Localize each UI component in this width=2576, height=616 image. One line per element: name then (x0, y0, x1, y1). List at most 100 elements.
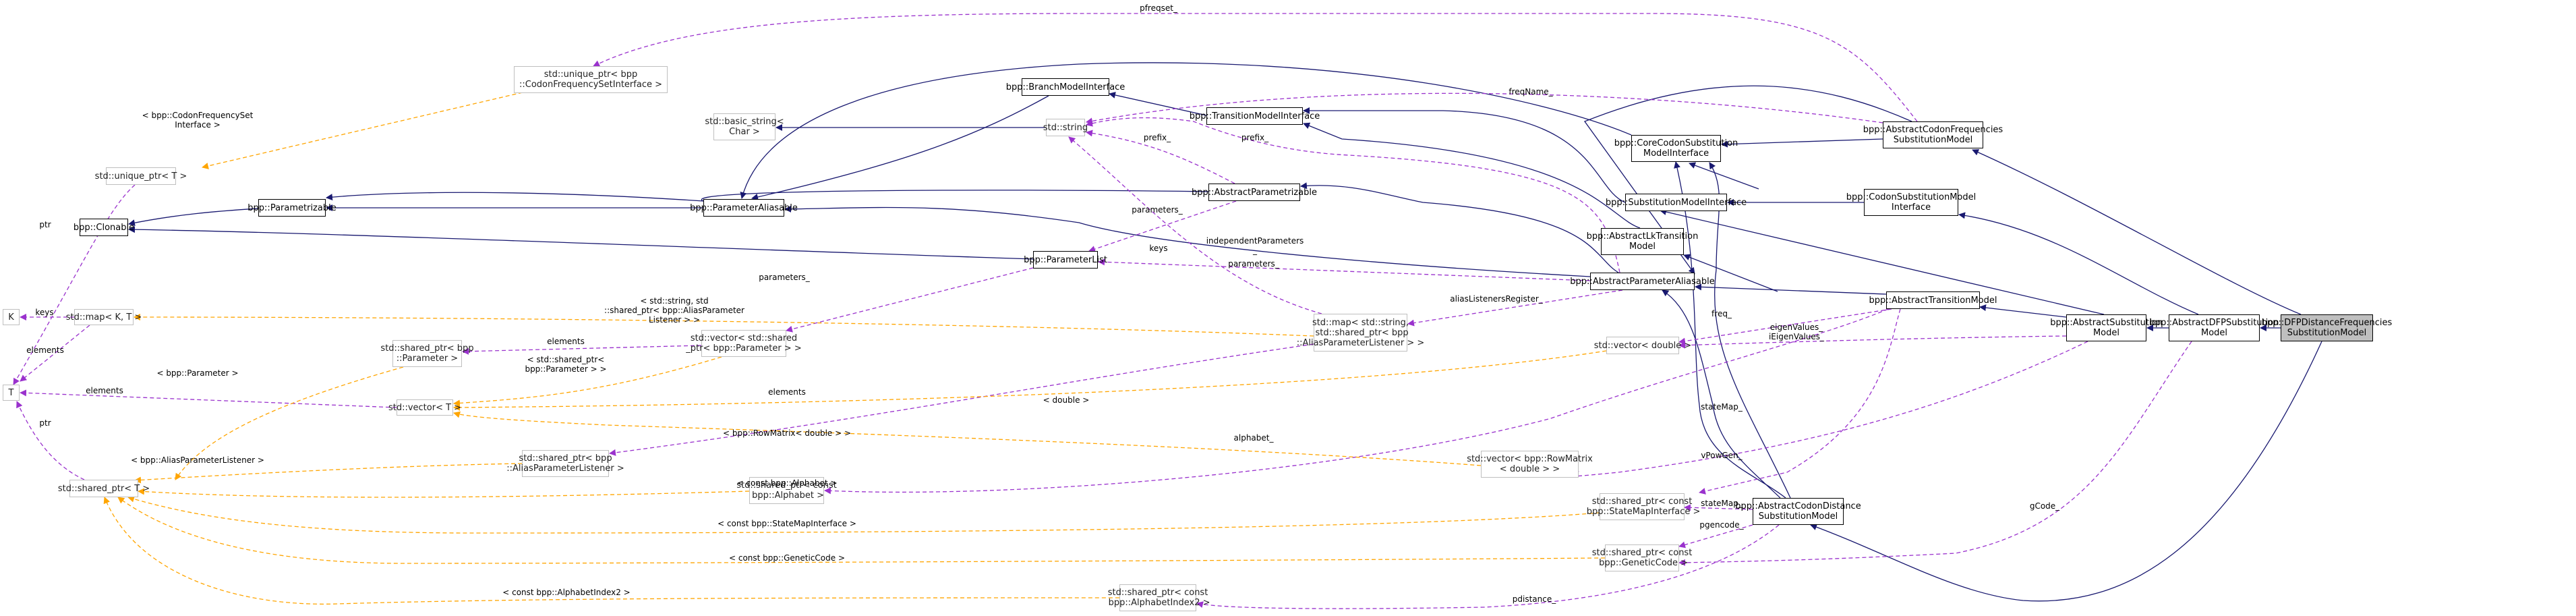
usage-edge (1560, 341, 2088, 478)
template-edge (117, 497, 1606, 564)
edge-label-keys-string: keys (1149, 244, 1168, 253)
class-node-abstract-dfp[interactable]: bpp::AbstractDFPSubstitution Model (2150, 314, 2279, 341)
edge-label-parameters3: parameters_ (759, 273, 810, 282)
edge-label-alphabetindex2-tmpl: < const bpp::AlphabetIndex2 > (502, 588, 631, 597)
class-node-vector-double: std::vector< double > (1594, 337, 1691, 354)
class-node-abstract-subst[interactable]: bpp::AbstractSubstitution Model (2050, 314, 2163, 341)
inheritance-edge (128, 208, 259, 227)
edge-label-map-tmpl: < std::string, std ::shared_ptr< bpp::Al… (604, 296, 744, 325)
usage-edge (1098, 258, 1591, 281)
inheritance-edge (1662, 289, 1781, 499)
edge-label-alphabet-tmpl: < const bpp::Alphabet > (736, 478, 838, 488)
edge-label-stateMap1: stateMap_ (1701, 402, 1743, 412)
usage-edge (1088, 200, 1237, 252)
edge-label-alphabet: alphabet_ (1233, 433, 1274, 443)
class-node-map-KT: std::map< K, T > (66, 309, 142, 325)
class-node-abstract-codon-distance[interactable]: bpp::AbstractCodonDistance SubstitutionM… (1735, 498, 1861, 525)
edge-label-pfreqset: pfreqset_ (1140, 3, 1177, 13)
class-node-K: K (3, 309, 20, 325)
inheritance-edge (1810, 341, 2322, 602)
edge-label-aliasListenersRegister: aliasListenersRegister_ (1450, 294, 1543, 304)
edge-label-shared-param-tmpl: < std::shared_ptr< bpp::Parameter > > (525, 355, 607, 374)
usage-edge (609, 343, 1314, 456)
inheritance-edge (1695, 283, 1887, 295)
class-node-shared-ptr-statemap: std::shared_ptr< const bpp::StateMapInte… (1587, 493, 1700, 520)
template-edge (103, 497, 1120, 605)
edge-label-statemap-tmpl: < const bpp::StateMapInterface > (718, 519, 856, 528)
inheritance-edge (1979, 304, 2067, 318)
inheritance-edge (1958, 212, 2199, 315)
edge-label-param-tmpl: < bpp::Parameter > (156, 368, 239, 378)
class-node-abstract-transition[interactable]: bpp::AbstractTransitionModel (1869, 291, 1997, 309)
class-node-vector-T: std::vector< T > (388, 399, 461, 416)
inheritance-edge (1689, 162, 1759, 190)
inheritance-edge (1683, 254, 1778, 292)
template-edge (453, 356, 722, 407)
edge-label-keys-K: keys (35, 308, 54, 317)
class-node-codon-subst-if[interactable]: bpp::CodonSubstitutionModel Interface (1846, 189, 1976, 216)
edge-label-elements-vecparam: elements (547, 337, 585, 346)
edge-label-elements-map: elements (26, 345, 64, 355)
inheritance-edge (1109, 92, 1207, 116)
class-node-param-aliasable[interactable]: bpp::ParameterAliasable (690, 199, 798, 217)
class-node-unique-ptr-cfs: std::unique_ptr< bpp ::CodonFrequencySet… (514, 66, 668, 93)
class-node-abstract-parametrizable[interactable]: bpp::AbstractParametrizable (1192, 184, 1317, 201)
usage-edge (462, 345, 702, 355)
usage-edge (1678, 308, 1892, 345)
class-node-unique-ptr-T: std::unique_ptr< T > (95, 167, 187, 185)
usage-edge (20, 389, 397, 408)
class-node-std-string: std::string (1043, 119, 1088, 136)
usage-edge (1086, 130, 1235, 184)
edge-label-double-tmpl: < double > (1043, 395, 1090, 405)
class-node-shared-ptr-listener: std::shared_ptr< bpp ::AliasParameterLis… (506, 450, 624, 477)
class-node-core-codon-subst-if[interactable]: bpp::CoreCodonSubstitution ModelInterfac… (1614, 135, 1738, 162)
class-node-parametrizable[interactable]: bpp::Parametrizable (247, 199, 336, 217)
usage-edge (1196, 524, 1780, 609)
template-edge (138, 488, 750, 498)
edge-label-vPowGen: vPowGen_ (1701, 451, 1743, 460)
class-node-transition-model-if[interactable]: bpp::TransitionModelInterface (1190, 107, 1320, 125)
usage-edge (1678, 524, 1753, 549)
edge-label-listener-tmpl: < bpp::AliasParameterListener > (131, 455, 264, 465)
usage-edge (786, 267, 1034, 333)
usage-edge (1684, 504, 1753, 511)
template-edge (134, 463, 523, 484)
class-node-branch-model-if[interactable]: bpp::BranchModelInterface (1006, 78, 1125, 96)
edge-label-ptr-unique: ptr (39, 220, 51, 229)
edge-label-geneticcode-tmpl: < const bpp::GeneticCode > (728, 553, 846, 563)
class-node-abstract-lk-transition[interactable]: bpp::AbstractLkTransition Model (1587, 228, 1698, 255)
class-node-vector-shared-param: std::vector< std::shared _ptr< bpp::Para… (686, 330, 802, 357)
class-node-shared-ptr-alphabet: std::shared_ptr< const bpp::Alphabet > (736, 477, 837, 504)
inheritance-edge (751, 95, 1049, 200)
class-node-shared-ptr-param: std::shared_ptr< bpp ::Parameter > (380, 340, 474, 367)
inheritance-edge (1303, 122, 1641, 229)
edge-label-pgencode: pgencode_ (1699, 520, 1744, 530)
class-node-subst-model-if[interactable]: bpp::SubstitutionModelInterface (1606, 194, 1747, 211)
edge-label-ptr-shared: ptr (39, 418, 51, 428)
edge-label-eigenValues: eigenValues_ iEigenValues_ (1768, 323, 1825, 341)
edge-label-cfs-tmpl: < bpp::CodonFrequencySet Interface > (142, 111, 254, 130)
template-edge (127, 495, 1600, 534)
template-edge (453, 411, 1482, 466)
inheritance-edge (1660, 208, 2105, 315)
class-node-basic-string: std::basic_string< Char > (705, 113, 784, 140)
inheritance-edge (128, 226, 1034, 260)
class-node-shared-ptr-T: std::shared_ptr< T > (58, 480, 150, 497)
class-node-parameter-list[interactable]: bpp::ParameterList (1024, 251, 1107, 269)
usage-edge (13, 184, 136, 385)
usage-edge (20, 325, 90, 382)
usage-edge (1407, 289, 1623, 327)
usage-edge (1086, 117, 1620, 273)
usage-edge (1699, 308, 1901, 495)
usage-edge (1678, 341, 2192, 566)
edge-label-parameters1: parameters_ (1132, 205, 1183, 215)
template-edge (175, 366, 404, 480)
edge-label-elements-listener: elements (768, 387, 806, 397)
class-node-abstract-param-aliasable[interactable]: bpp::AbstractParameterAliasable (1570, 273, 1715, 290)
class-node-dfp-distance[interactable]: bpp::DFPDistanceFrequencies Substitution… (2262, 314, 2392, 341)
inheritance-edge (1583, 85, 1912, 275)
class-node-clonable[interactable]: bpp::Clonable (74, 219, 134, 236)
class-node-abstract-codon-freq[interactable]: bpp::AbstractCodonFrequencies Substituti… (1863, 121, 2003, 148)
edge-label-rowmatrix-tmpl: < bpp::RowMatrix< double > > (722, 428, 852, 438)
